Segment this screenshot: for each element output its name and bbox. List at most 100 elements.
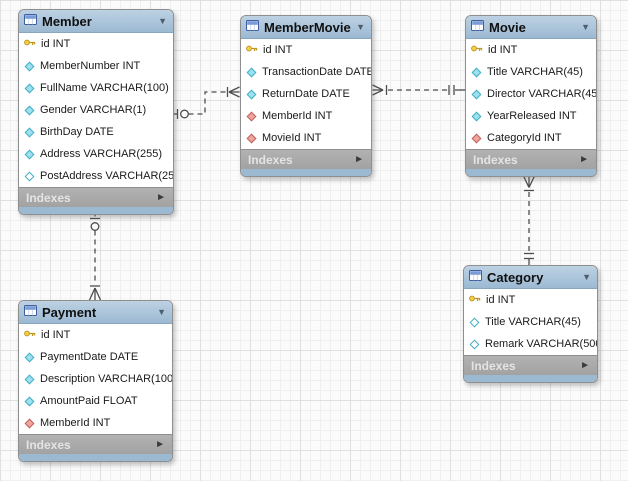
column-row[interactable]: id INT [241,39,371,61]
column-text: TransactionDate DATE [262,66,371,78]
table-payment-header[interactable]: Payment ▼ [19,301,172,324]
table-bottom-strip [464,375,597,382]
column-row[interactable]: PaymentDate DATE [19,346,172,368]
table-payment[interactable]: Payment ▼ id INT PaymentDate DATE Descri… [18,300,173,462]
table-member[interactable]: Member ▼ id INT MemberNumber INT FullNam… [18,9,174,215]
column-row[interactable]: MemberId INT [19,412,172,434]
column-text: ReturnDate DATE [262,88,350,100]
table-bottom-strip [241,169,371,176]
indexes-bar[interactable]: Indexes ► [466,149,596,169]
table-title: Member [42,13,92,29]
column-row[interactable]: Remark VARCHAR(500) [464,333,597,355]
column-text: Title VARCHAR(45) [485,316,581,328]
column-row[interactable]: id INT [464,289,597,311]
column-row[interactable]: id INT [19,324,172,346]
table-member-header[interactable]: Member ▼ [19,10,173,33]
primary-key-icon [24,38,36,50]
column-row[interactable]: ReturnDate DATE [241,83,371,105]
relationship-member-payment[interactable] [88,213,102,301]
relationship-movie-category[interactable] [522,175,536,265]
column-nullable-icon [469,317,480,327]
collapse-arrow-icon[interactable]: ▼ [582,271,591,282]
foreign-key-icon [471,133,482,143]
column-nullable-icon [24,171,35,181]
column-text: MemberId INT [40,417,111,429]
expand-arrow-icon[interactable]: ► [156,191,166,203]
foreign-key-icon [24,418,35,428]
table-icon [469,268,482,286]
indexes-label: Indexes [26,437,71,452]
column-row[interactable]: TransactionDate DATE [241,61,371,83]
column-row[interactable]: PostAddress VARCHAR(255) [19,165,173,187]
table-membermovie[interactable]: MemberMovie ▼ id INT TransactionDate DAT… [240,15,372,177]
column-text: MovieId INT [262,132,322,144]
column-text: id INT [41,38,71,50]
table-movie[interactable]: Movie ▼ id INT Title VARCHAR(45) Directo… [465,15,597,177]
column-text: Gender VARCHAR(1) [40,104,147,116]
column-icon [24,396,35,406]
table-category[interactable]: Category ▼ id INT Title VARCHAR(45) Rema… [463,265,598,383]
column-row[interactable]: MovieId INT [241,127,371,149]
expand-arrow-icon[interactable]: ► [579,153,589,165]
column-text: id INT [41,329,71,341]
table-icon [471,18,484,36]
expand-arrow-icon[interactable]: ► [580,359,590,371]
indexes-bar[interactable]: Indexes► [241,149,371,169]
column-text: Remark VARCHAR(500) [485,338,597,350]
table-title: Category [487,269,544,285]
primary-key-icon [469,294,481,306]
table-membermovie-header[interactable]: MemberMovie ▼ [241,16,371,39]
column-icon [24,105,35,115]
table-title: Movie [489,19,526,35]
column-row[interactable]: MemberNumber INT [19,55,173,77]
column-icon [24,149,35,159]
column-row[interactable]: Title VARCHAR(45) [466,61,596,83]
collapse-arrow-icon[interactable]: ▼ [157,306,166,317]
indexes-bar[interactable]: Indexes ► [464,355,597,375]
indexes-label: Indexes [473,152,518,167]
column-text: BirthDay DATE [40,126,114,138]
table-category-header[interactable]: Category ▼ [464,266,597,289]
expand-arrow-icon[interactable]: ► [354,153,364,165]
relationship-membermovie-movie[interactable] [372,84,467,96]
foreign-key-icon [246,111,257,121]
column-text: id INT [488,44,518,56]
foreign-key-icon [246,133,257,143]
column-row[interactable]: id INT [466,39,596,61]
collapse-arrow-icon[interactable]: ▼ [581,21,590,32]
table-movie-header[interactable]: Movie ▼ [466,16,596,39]
column-text: id INT [263,44,293,56]
indexes-bar[interactable]: Indexes► [19,187,173,207]
indexes-bar[interactable]: Indexes ► [19,434,172,454]
column-row[interactable]: MemberId INT [241,105,371,127]
table-bottom-strip [466,169,596,176]
column-row[interactable]: id INT [19,33,173,55]
relationship-member-membermovie[interactable] [174,86,240,119]
column-text: Address VARCHAR(255) [40,148,163,160]
collapse-arrow-icon[interactable]: ▼ [158,15,167,26]
column-icon [246,89,257,99]
column-row[interactable]: AmountPaid FLOAT [19,390,172,412]
table-icon [24,12,37,30]
column-row[interactable]: Gender VARCHAR(1) [19,99,173,121]
column-row[interactable]: FullName VARCHAR(100) [19,77,173,99]
column-icon [24,374,35,384]
column-row[interactable]: YearReleased INT [466,105,596,127]
column-row[interactable]: Description VARCHAR(100) [19,368,172,390]
indexes-label: Indexes [471,358,516,373]
column-text: MemberNumber INT [40,60,141,72]
table-bottom-strip [19,207,173,214]
column-row[interactable]: CategoryId INT [466,127,596,149]
expand-arrow-icon[interactable]: ► [155,438,165,450]
collapse-arrow-icon[interactable]: ▼ [356,21,365,32]
column-text: Director VARCHAR(45) [487,88,596,100]
column-icon [471,111,482,121]
column-row[interactable]: Director VARCHAR(45) [466,83,596,105]
column-row[interactable]: Address VARCHAR(255) [19,143,173,165]
column-row[interactable]: BirthDay DATE [19,121,173,143]
column-text: PaymentDate DATE [40,351,139,363]
primary-key-icon [471,44,483,56]
column-text: YearReleased INT [487,110,577,122]
column-row[interactable]: Title VARCHAR(45) [464,311,597,333]
